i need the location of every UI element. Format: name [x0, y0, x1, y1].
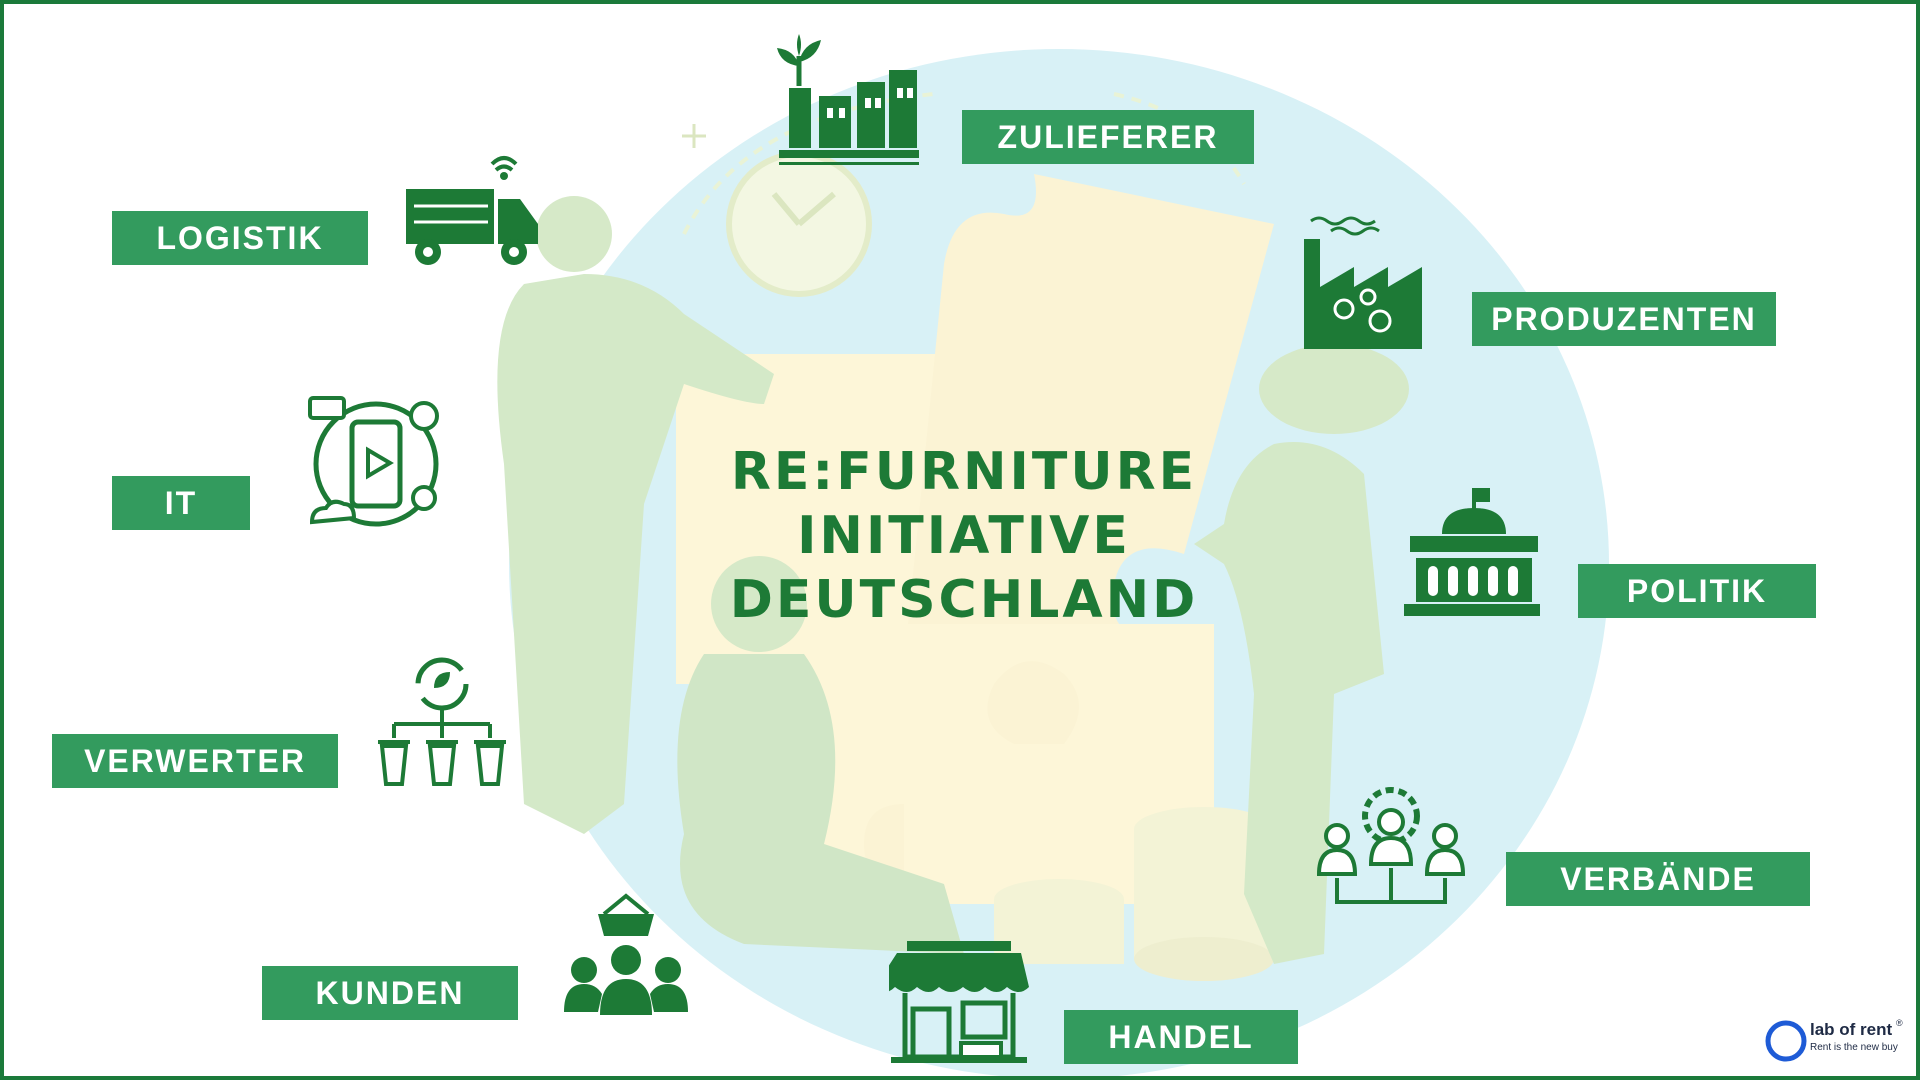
- association-network-icon: [1316, 787, 1466, 904]
- factory-plant-icon: [777, 34, 919, 165]
- logo-text: lab of rent: [1810, 1020, 1893, 1039]
- shop-storefront-icon: [889, 941, 1029, 1063]
- delivery-truck-icon: [406, 156, 538, 265]
- label-handel: HANDEL: [1064, 1010, 1298, 1064]
- label-produzenten: PRODUZENTEN: [1472, 292, 1776, 346]
- logo-registered: ®: [1896, 1018, 1903, 1028]
- logo-ring-icon: [1765, 1020, 1807, 1062]
- recycling-bins-icon: [378, 657, 506, 786]
- customers-basket-icon: [564, 893, 688, 1015]
- initiative-title: RE:FURNITURE INITIATIVE DEUTSCHLAND: [664, 440, 1264, 632]
- title-line: DEUTSCHLAND: [729, 570, 1199, 630]
- lab-of-rent-logo: lab of rent ® Rent is the new buy: [1764, 1018, 1904, 1064]
- government-building-icon: [1404, 488, 1540, 616]
- label-verbaende: VERBÄNDE: [1506, 852, 1810, 906]
- label-verwerter: VERWERTER: [52, 734, 338, 788]
- logo-tagline: Rent is the new buy: [1810, 1042, 1898, 1053]
- label-logistik: LOGISTIK: [112, 211, 368, 265]
- title-line: RE:FURNITURE: [730, 442, 1198, 502]
- label-zulieferer: ZULIEFERER: [962, 110, 1254, 164]
- title-line: INITIATIVE: [797, 506, 1131, 566]
- label-it: IT: [112, 476, 250, 530]
- label-kunden: KUNDEN: [262, 966, 518, 1020]
- mobile-app-icon: [308, 396, 439, 527]
- industrial-factory-icon: [1304, 216, 1422, 349]
- label-politik: POLITIK: [1578, 564, 1816, 618]
